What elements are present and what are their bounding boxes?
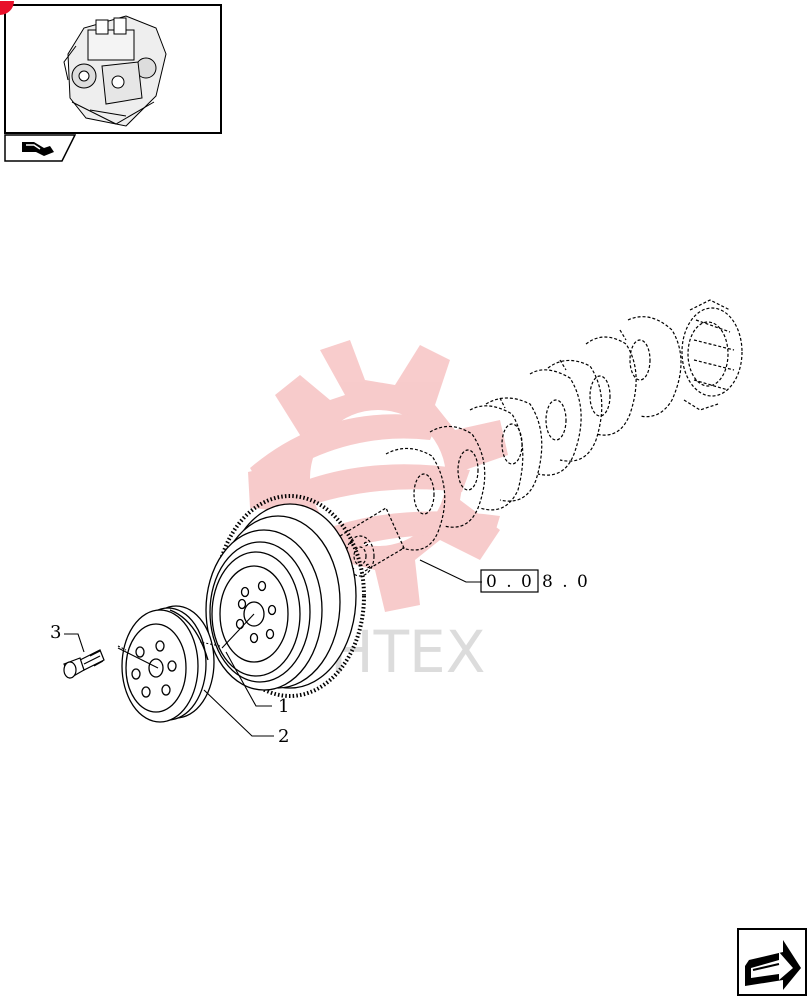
callout-2[interactable]: 2 (278, 726, 289, 747)
engine-thumbnail-icon (63, 15, 167, 127)
reference-boxed-text: 0 . 0 (486, 572, 534, 592)
bolt (63, 649, 105, 679)
leader-lines (64, 559, 482, 737)
thumbnail-tab[interactable] (4, 134, 77, 162)
callout-3[interactable]: 3 (50, 622, 61, 643)
engine-thumbnail[interactable] (4, 4, 222, 134)
next-page-button[interactable] (737, 928, 807, 996)
reference-rest-text: 8 . 0 (542, 572, 590, 592)
reference-box[interactable] (480, 569, 539, 593)
crankshaft (339, 299, 743, 577)
crankshaft-pulley (121, 605, 215, 723)
damper-pulley (205, 494, 366, 698)
watermark-text: HTEX (330, 618, 485, 686)
corner-marker (0, 0, 14, 15)
corner-marker-icon (0, 1, 14, 15)
next-page-arrow-icon (745, 940, 801, 990)
callout-1[interactable]: 1 (278, 696, 289, 717)
book-page-icon (4, 134, 77, 162)
